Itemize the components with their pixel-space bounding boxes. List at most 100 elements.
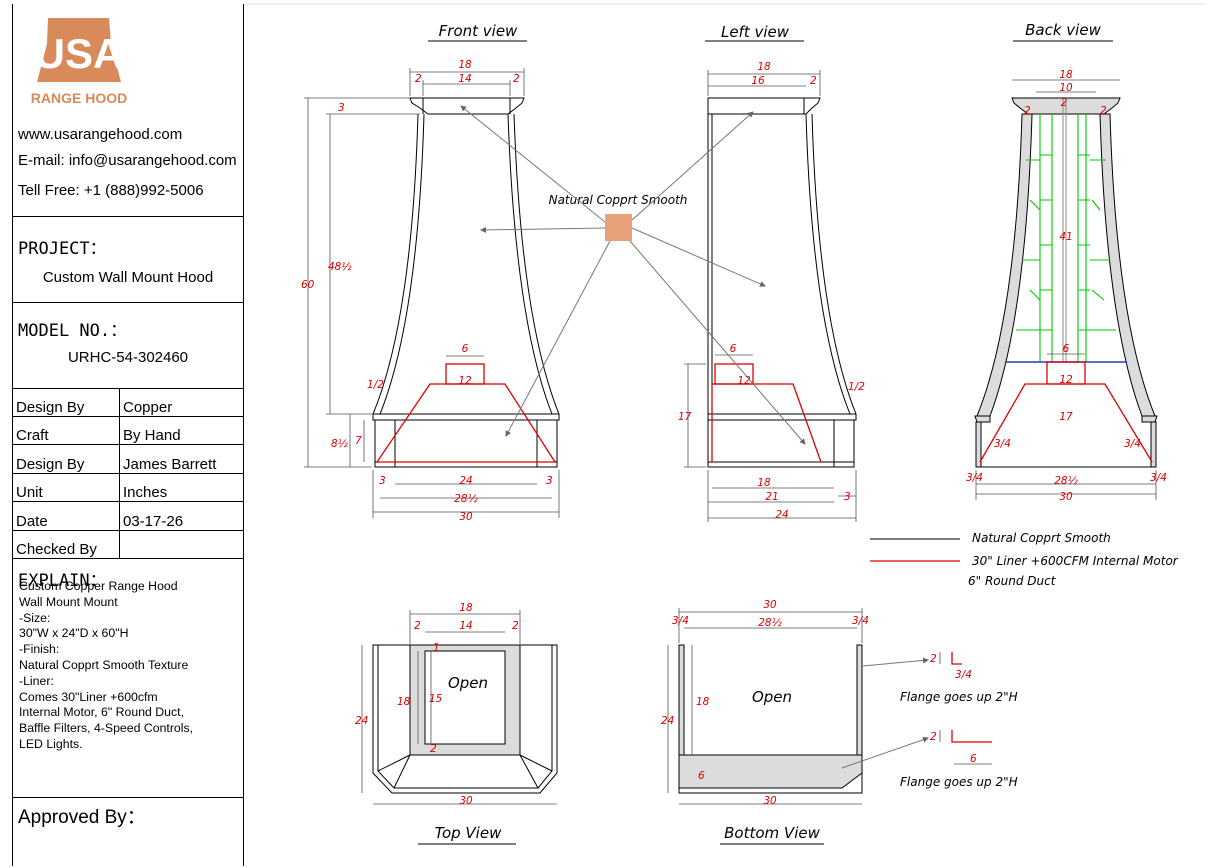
project-value: Custom Wall Mount Hood	[42, 269, 214, 286]
dim-front-base-7: 7	[355, 435, 362, 447]
dim-back-top-total: 18	[1059, 69, 1073, 81]
dim-front-top-side-left: 2	[415, 73, 422, 85]
top-view-open: Open	[448, 674, 488, 692]
email-text: E-mail: info@usarangehood.com	[18, 152, 237, 169]
dim-left-top-side: 2	[810, 75, 817, 87]
dim-top-top-total: 18	[459, 602, 473, 614]
dim-back-duct: 6	[1063, 343, 1070, 355]
explain-line: Comes 30"Liner +600cfm	[19, 689, 158, 704]
copper-swatch	[605, 214, 632, 241]
explain-line: -Size:	[19, 610, 51, 625]
front-view: Front view	[301, 22, 560, 523]
dim-bottom-top-mid: 28½	[758, 617, 782, 629]
explain-line: Internal Motor, 6" Round Duct,	[19, 705, 184, 720]
dim-flange-c: 2	[930, 731, 937, 743]
dim-back-liner-h: 17	[1059, 411, 1073, 423]
dim-left-duct: 6	[730, 343, 737, 355]
explain-line: Wall Mount Mount	[19, 594, 118, 609]
dim-front-liner-top: 12	[458, 375, 472, 387]
dim-back-center: 2	[1061, 97, 1068, 109]
logo-text: USA	[35, 30, 124, 77]
info-key: Design By	[13, 388, 120, 417]
flange-details: 2 3/4 Flange goes up 2"H 2 6 Flange goes…	[841, 652, 1018, 789]
dim-left-liner-top: 12	[737, 375, 751, 387]
dim-back-liner-top: 12	[1059, 374, 1073, 386]
dim-front-height-body: 48½	[328, 261, 352, 273]
material-label: Natural Copprt Smooth	[549, 193, 688, 207]
explain-line: 30"W x 24"D x 60"H	[19, 626, 129, 641]
dim-left-bottom-side: 3	[844, 491, 851, 503]
dim-back-bottom-mid: 28½	[1054, 475, 1078, 487]
dim-back-bottom-total: 30	[1059, 491, 1073, 503]
project-section: PROJECT： Custom Wall Mount Hood	[13, 216, 243, 303]
logo-hood-shape	[37, 18, 121, 82]
front-view-title: Front view	[439, 22, 518, 40]
dim-back-side-right: 2	[1100, 105, 1107, 117]
left-view-title: Left view	[721, 23, 790, 41]
dim-back-edge-left: 3/4	[966, 472, 983, 484]
dim-front-cap: 3	[338, 102, 345, 114]
bottom-view-title: Bottom View	[724, 824, 820, 842]
model-value: URHC-54-302460	[67, 349, 189, 366]
explain-line: -Liner:	[19, 673, 54, 688]
dim-bottom-height: 18	[696, 696, 710, 708]
dim-front-bottom-side-right: 3	[546, 475, 553, 487]
logo-subtext: RANGE HOOD	[31, 90, 127, 106]
back-view-title: Back view	[1025, 21, 1101, 39]
info-key: Checked By	[13, 530, 120, 559]
company-section: USA RANGE HOOD www.usarangehood.com E-ma…	[13, 4, 243, 217]
legend-copper-label: Natural Copprt Smooth	[972, 531, 1111, 545]
info-value: James Barrett	[119, 444, 243, 474]
explain-line: Natural Copprt Smooth Texture	[19, 657, 189, 672]
dim-left-top-total: 18	[757, 61, 771, 73]
dim-front-top-mid: 14	[458, 73, 471, 85]
dim-front-bottom-mid: 28½	[454, 493, 478, 505]
dim-top-small: 2	[430, 743, 437, 755]
info-value: 03-17-26	[119, 501, 243, 531]
dim-bottom-total-h: 24	[661, 715, 674, 727]
explain-line: Custom Copper Range Hood	[19, 579, 178, 593]
dim-back-angle-right: 3/4	[1124, 438, 1141, 450]
info-value: By Hand	[119, 416, 243, 445]
dim-top-total-h: 24	[355, 715, 368, 727]
phone-text: Tell Free: +1 (888)992-5006	[18, 182, 204, 199]
dim-front-height-base: 8½	[331, 438, 348, 450]
dim-front-bottom-side-left: 3	[379, 475, 386, 487]
dim-flange-a: 2	[930, 653, 937, 665]
dim-flange-b: 3/4	[955, 669, 972, 681]
dim-left-top-mid: 16	[751, 75, 765, 87]
dim-front-top-side-right: 2	[513, 73, 520, 85]
dim-top-inner: 1	[433, 642, 440, 654]
explain-line: -Finish:	[19, 642, 60, 657]
project-label: PROJECT：	[18, 239, 107, 259]
top-view: Open 18 14 2 2 1 18 15 24 2 30 Top View	[355, 602, 558, 845]
dim-bottom-top-total: 30	[763, 599, 777, 611]
explain-label: EXPLAIN：	[18, 571, 107, 591]
dim-top-top-mid: 14	[459, 620, 472, 632]
dim-top-inner-h: 15	[429, 693, 443, 705]
info-key: Date	[13, 501, 120, 531]
back-view: Back view 18	[966, 21, 1167, 503]
flange-note-2: Flange goes up 2"H	[900, 775, 1018, 789]
info-key: Unit	[13, 473, 120, 502]
info-row: Checked By	[13, 530, 243, 559]
dim-front-bottom-total: 30	[459, 511, 473, 523]
dim-top-side-left: 2	[414, 620, 421, 632]
model-label: MODEL NO.：	[18, 321, 128, 341]
bottom-view: Open 30 28½ 3/4 3/4 18 24 6 30 Bottom Vi…	[661, 599, 869, 845]
brand-logo: USA RANGE HOOD	[31, 18, 127, 106]
dim-left-bottom-inner: 18	[757, 477, 771, 489]
dim-front-flare: 1/2	[367, 379, 384, 391]
dim-left-bottom-mid: 21	[765, 491, 778, 503]
website-text: www.usarangehood.com	[18, 126, 183, 143]
info-key: Craft	[13, 416, 120, 445]
flange-note-1: Flange goes up 2"H	[900, 690, 1018, 704]
explain-line: Baffle Filters, 4-Speed Controls,	[19, 721, 194, 736]
